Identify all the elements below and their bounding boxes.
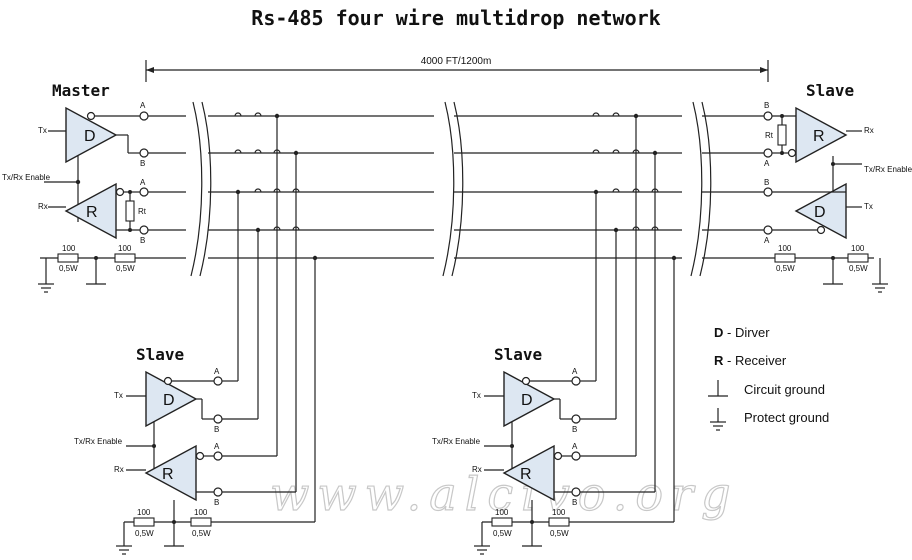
sl-pin-b2: B [214,498,219,507]
sr-rx-label: Rx [864,126,874,135]
sr-rt-label: Rt [765,131,774,140]
master-rx-label: Rx [38,202,48,211]
master-node: Master D Tx Tx/Rx Enable R Rx Rt [2,81,149,293]
sl-res2-power: 0,5W [192,529,211,538]
master-pin-a1: A [140,101,146,110]
sr-pin-b1: B [764,101,769,110]
sc-driver-gate [503,370,556,428]
sc-res2-power: 0,5W [550,529,569,538]
sc-tx-label: Tx [472,391,481,400]
sc-res1-value: 100 [495,508,509,517]
bus-junctions [234,112,677,261]
sl-driver-gate [145,370,198,428]
master-driver-gate [65,106,118,164]
slave-center-title: Slave [494,345,542,364]
legend-receiver: R - Receiver [714,353,787,368]
master-receiver-gate [64,182,117,240]
sl-res1-value: 100 [137,508,151,517]
watermark: www.alcivo.org [270,467,739,521]
slave-center-node: Slave D Tx Tx/Rx Enable R Rx A B [432,345,674,555]
sc-res2-value: 100 [552,508,566,517]
sr-receiver-label: R [813,128,825,145]
master-res2-power: 0,5W [116,264,135,273]
sl-pin-a1: A [214,367,220,376]
sl-driver-label: D [163,392,175,409]
sl-pin-b1: B [214,425,219,434]
sr-driver-gate [794,182,847,240]
diagram-title: Rs-485 four wire multidrop network [251,6,660,30]
slave-right-title: Slave [806,81,854,100]
sr-res1-value: 100 [778,244,792,253]
master-tx-label: Tx [38,126,47,135]
sr-pin-a2: A [764,236,770,245]
sr-driver-label: D [814,204,826,221]
master-terminal-b2 [139,225,149,235]
sc-pin-a1: A [572,367,578,376]
sr-enable-label: Tx/Rx Enable [864,165,912,174]
protect-ground-icon [710,408,726,431]
cable-breaks [186,100,712,277]
master-res1-value: 100 [62,244,76,253]
circuit-ground-icon [708,380,728,397]
sc-res1-power: 0,5W [493,529,512,538]
bus-lines [40,115,874,259]
sl-receiver-label: R [162,466,174,483]
master-title: Master [52,81,110,100]
sr-pin-a1: A [764,159,770,168]
sr-pin-b2: B [764,178,769,187]
legend-protect-ground: Protect ground [744,410,829,425]
sl-enable-label: Tx/Rx Enable [74,437,123,446]
master-pin-b1: B [140,159,145,168]
sl-res1-power: 0,5W [135,529,154,538]
master-pin-a2: A [140,178,146,187]
legend-driver: D - Dirver [714,325,770,340]
master-terminal-b1 [139,148,149,158]
sr-tx-label: Tx [864,202,873,211]
sl-receiver-gate [144,444,197,502]
slave-left-title: Slave [136,345,184,364]
sl-rx-label: Rx [114,465,124,474]
sc-pin-b2: B [572,498,577,507]
sc-pin-a2: A [572,442,578,451]
sc-enable-label: Tx/Rx Enable [432,437,481,446]
master-res1-power: 0,5W [59,264,78,273]
master-rt-label: Rt [138,207,147,216]
sr-res1-power: 0,5W [776,264,795,273]
sl-pin-a2: A [214,442,220,451]
sr-res2-power: 0,5W [849,264,868,273]
sl-res2-value: 100 [194,508,208,517]
span-label: 4000 FT/1200m [421,56,492,67]
slave-right-node: Slave B A B A R Rx Rt Tx/Rx Enable D [763,81,912,293]
master-receiver-label: R [86,204,98,221]
legend-circuit-ground: Circuit ground [744,382,825,397]
sc-receiver-label: R [520,466,532,483]
sl-tx-label: Tx [114,391,123,400]
sc-receiver-gate [502,444,555,502]
sc-pin-b1: B [572,425,577,434]
sc-rx-label: Rx [472,465,482,474]
master-driver-label: D [84,128,96,145]
sc-driver-label: D [521,392,533,409]
sr-receiver-gate [795,106,848,164]
drop-wires [237,116,675,522]
legend: D - Dirver R - Receiver Circuit ground P… [708,325,829,431]
master-terminal-a2 [139,187,149,197]
master-res2-value: 100 [118,244,132,253]
master-pin-b2: B [140,236,145,245]
master-terminal-a1 [139,111,149,121]
master-enable-label: Tx/Rx Enable [2,173,51,182]
sr-res2-value: 100 [851,244,865,253]
slave-left-node: Slave D Tx Tx/Rx Enable R Rx A B [74,345,315,555]
span-dimension: 4000 FT/1200m [145,56,769,82]
